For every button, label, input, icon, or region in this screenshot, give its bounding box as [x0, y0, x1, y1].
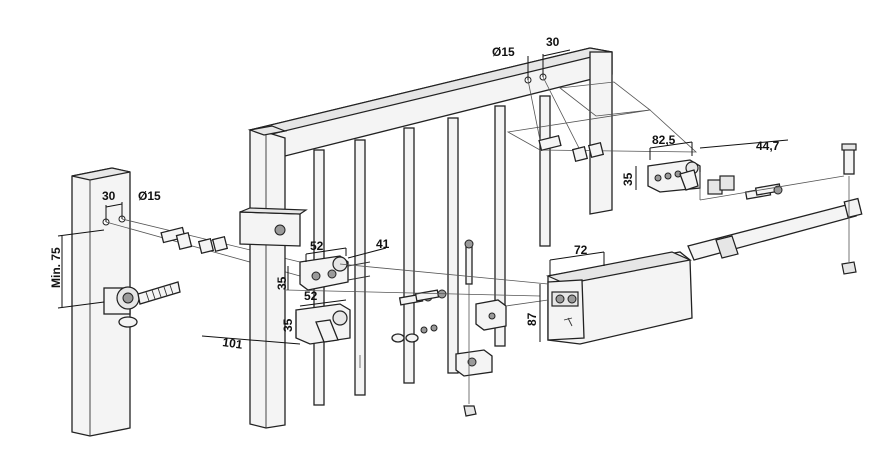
motor-actuator	[546, 197, 863, 345]
dim-rear-bracket-length: 82,5	[652, 133, 676, 147]
gate-frame	[247, 47, 613, 429]
alignment-guides	[285, 172, 845, 368]
post-hinge	[103, 281, 181, 328]
dim-post-min-height: Min. 75	[49, 247, 63, 288]
threaded-rod	[137, 281, 181, 305]
upper-gate-bracket	[299, 255, 371, 291]
top-fixings	[506, 76, 698, 163]
dimension-labels: 30 Ø15 Min. 75 Ø15 30 52 41 35 52 35 101…	[49, 35, 780, 352]
dim-post-hole-diameter: Ø15	[138, 189, 161, 203]
dim-lower-bracket-height: 35	[281, 318, 295, 332]
piston-rod	[687, 203, 857, 261]
gate-bars	[313, 95, 551, 406]
centre-fixing	[455, 239, 507, 417]
lower-gate-bracket	[295, 303, 351, 345]
dim-top-spacing: 30	[546, 35, 560, 49]
dim-bracket-depth: 41	[376, 237, 390, 251]
dim-lower-bracket-length: 101	[222, 335, 244, 352]
pivot-bolt	[841, 143, 857, 275]
rear-bracket	[647, 159, 783, 200]
dim-lower-bracket-width: 52	[304, 289, 318, 303]
dim-post-spacing: 30	[102, 189, 116, 203]
dim-motor-height: 87	[525, 312, 539, 326]
pivot-nut	[841, 261, 857, 275]
dim-top-hole-diameter: Ø15	[492, 45, 515, 59]
nut	[463, 405, 477, 417]
dimension-lines	[57, 49, 789, 345]
dim-bracket-height: 35	[275, 276, 289, 290]
dim-motor-width: 72	[574, 243, 588, 257]
dim-rear-bracket-offset: 44,7	[756, 139, 780, 153]
bracket-screws	[391, 289, 447, 343]
dim-bracket-width: 52	[310, 239, 324, 253]
gate-mounting-plate	[239, 207, 308, 247]
dim-rear-bracket-height: 35	[621, 172, 635, 186]
